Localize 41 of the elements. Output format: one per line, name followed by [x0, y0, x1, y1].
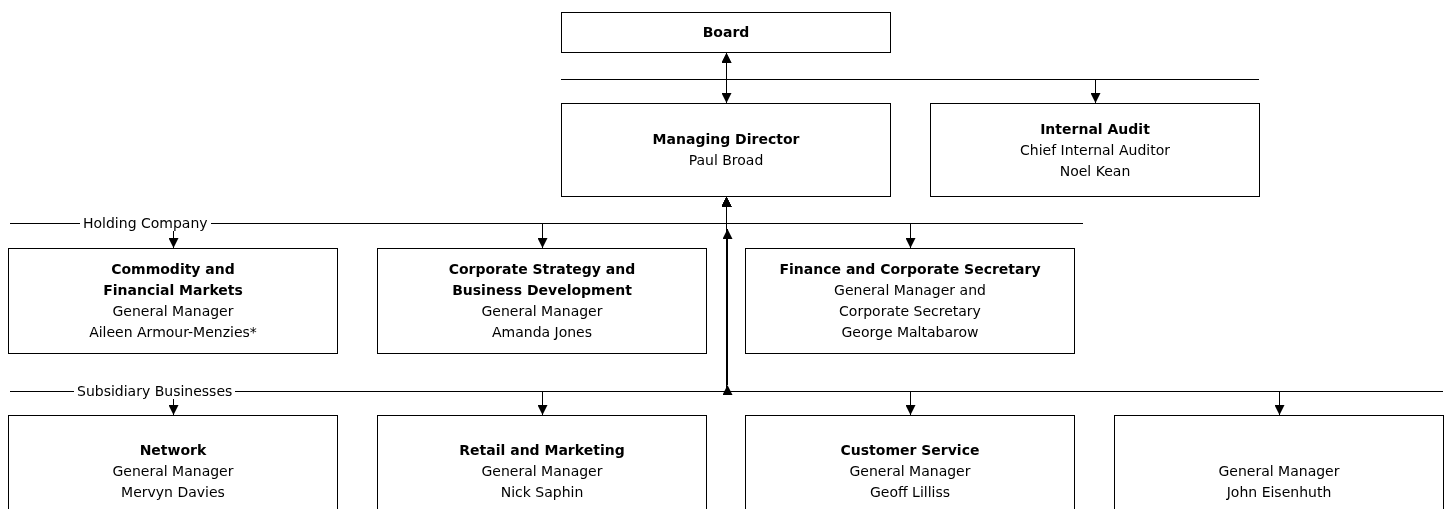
job-title: General Manager [112, 462, 234, 481]
org-box [561, 103, 891, 197]
job-title: Chief Internal Auditor [1020, 140, 1170, 160]
box-heading: Board [702, 23, 750, 42]
org-box [377, 415, 707, 509]
person-name: George Maltabarow [841, 323, 979, 342]
job-title: General Manager [481, 462, 603, 481]
box-heading: Corporate Strategy and Business Development [447, 260, 637, 300]
job-title: General Manager [849, 462, 971, 481]
person-name: Aileen Armour-Menzies* [89, 323, 257, 342]
box-heading: Commodity and Financial Markets [102, 260, 244, 300]
org-box [745, 415, 1075, 509]
person-name: Mervyn Davies [121, 483, 225, 502]
connector-arrow [721, 52, 1101, 104]
job-title: General Manager [1218, 462, 1340, 481]
job-title: General Manager [481, 302, 603, 321]
box-heading: Finance and Corporate Secretary [779, 260, 1041, 279]
org-box [8, 248, 338, 354]
person-name: Paul Broad [688, 151, 764, 170]
connector-arrow [722, 228, 733, 395]
section-label: Subsidiary Businesses [74, 383, 236, 399]
org-box [745, 248, 1075, 354]
person-name: Noel Kean [1059, 161, 1131, 181]
person-name: Amanda Jones [491, 323, 593, 342]
org-box [377, 248, 707, 354]
org-box [561, 12, 891, 53]
org-box [930, 103, 1260, 197]
box-heading: Customer Service [840, 441, 980, 460]
person-name: John Eisenhuth [1226, 483, 1332, 502]
person-name: Geoff Lilliss [869, 483, 951, 502]
box-heading: Retail and Marketing [459, 441, 625, 460]
section-label: Holding Company [80, 215, 211, 231]
person-name: Nick Saphin [500, 483, 584, 502]
box-heading: Managing Director [652, 130, 800, 149]
box-heading: Network [139, 441, 207, 460]
org-box [8, 415, 338, 509]
job-title: General Manager and Corporate Secretary [833, 281, 987, 321]
box-heading: Internal Audit [1040, 119, 1150, 139]
job-title: General Manager [112, 302, 234, 321]
connector-arrow [721, 196, 1285, 416]
org-box [1114, 415, 1444, 509]
